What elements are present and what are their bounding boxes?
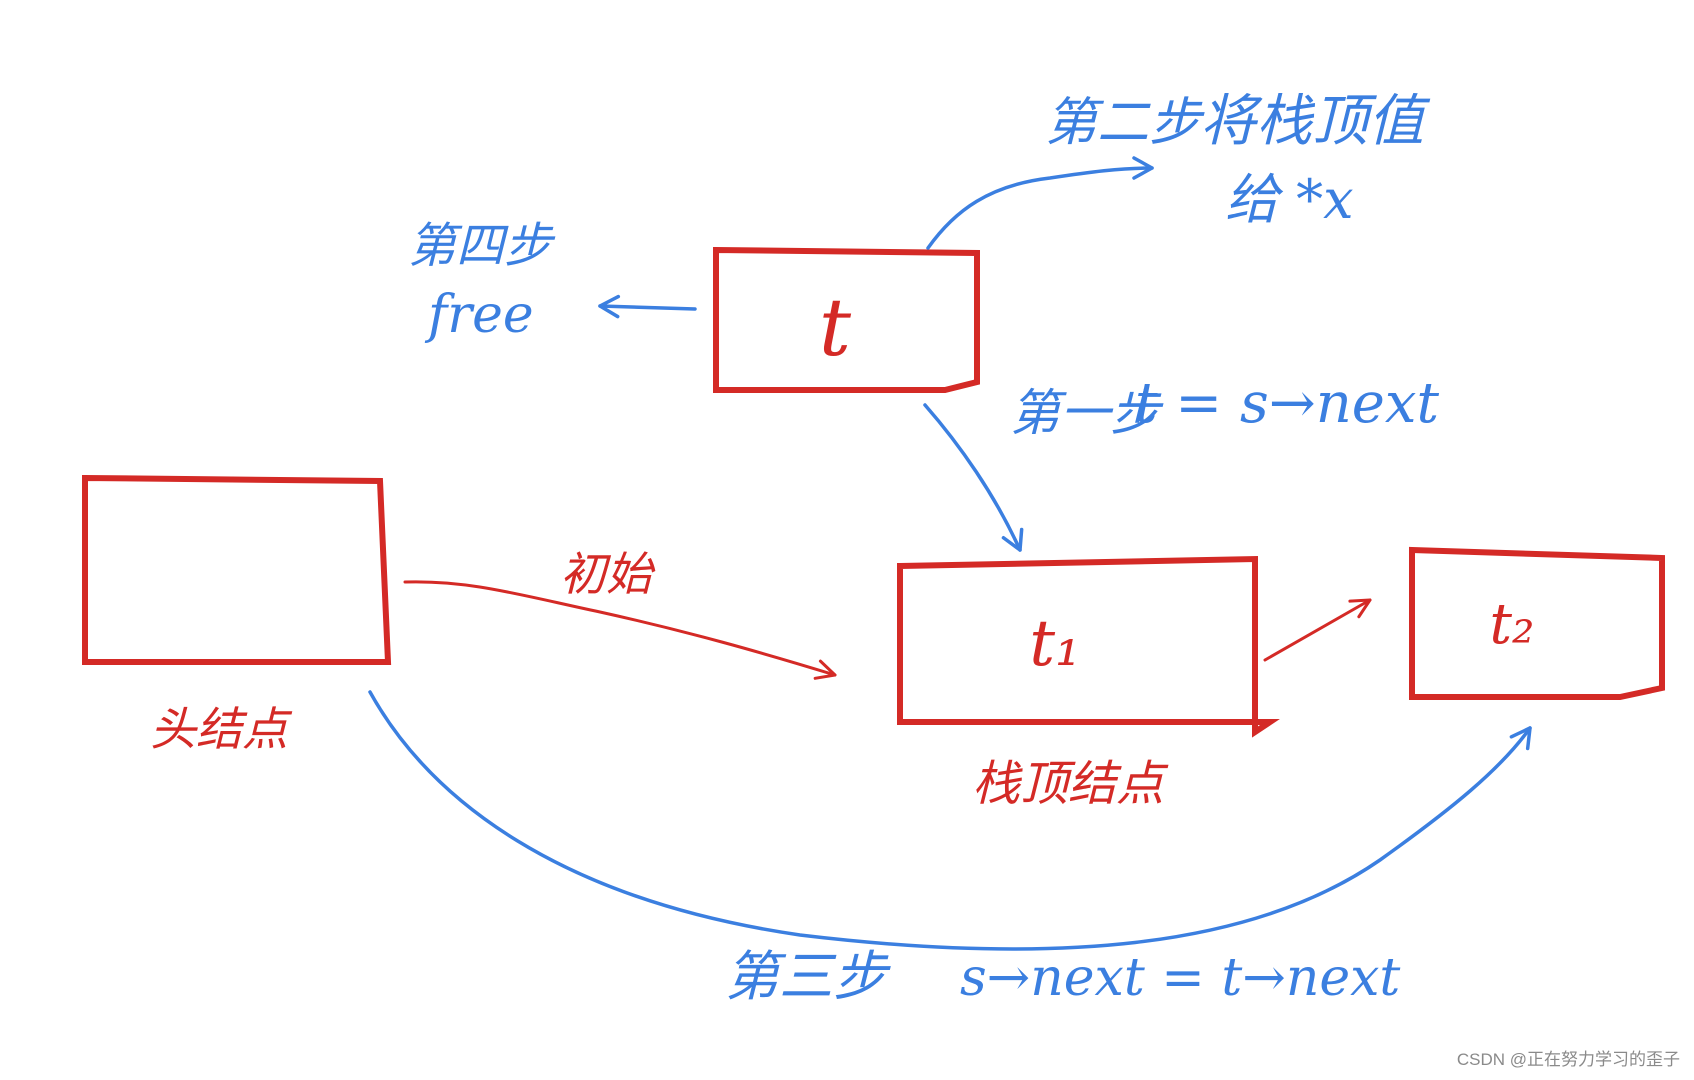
step3-label: 第三步 bbox=[725, 945, 891, 1008]
initial-arrow bbox=[403, 580, 837, 680]
t1-node-box bbox=[897, 555, 1280, 738]
t2-node-box bbox=[1409, 546, 1665, 700]
initial-caption: 初始 bbox=[560, 547, 656, 601]
t2-node-label: t₂ bbox=[1490, 592, 1535, 657]
step3-code: s→next = t→next bbox=[960, 948, 1400, 1008]
head-node-box bbox=[82, 474, 392, 665]
step4-arrow bbox=[598, 294, 697, 319]
step3-arrow bbox=[368, 690, 1532, 951]
step2-text-line2: 给 *x bbox=[1225, 168, 1354, 231]
t1-to-t2-arrow bbox=[1263, 598, 1372, 662]
step2-arrow bbox=[926, 156, 1154, 250]
t-node-box bbox=[713, 246, 980, 393]
step4-code: free bbox=[424, 285, 534, 345]
watermark: CSDN @正在努力学习的歪子 bbox=[1456, 1050, 1680, 1069]
step2-label: 第二步 bbox=[1045, 93, 1205, 153]
step2-text-line1: 将栈顶值 bbox=[1200, 89, 1431, 154]
step4-label: 第四步 bbox=[408, 218, 556, 274]
top-node-caption: 栈顶结点 bbox=[972, 756, 1169, 812]
step1-code: t = s→next bbox=[1135, 371, 1439, 436]
step1-arrow bbox=[923, 403, 1024, 552]
t1-node-label: t₁ bbox=[1029, 607, 1080, 681]
step1-label: 第一步 bbox=[1010, 384, 1164, 442]
t-node-label: t bbox=[819, 281, 852, 374]
head-node-caption: 头结点 bbox=[150, 702, 293, 756]
